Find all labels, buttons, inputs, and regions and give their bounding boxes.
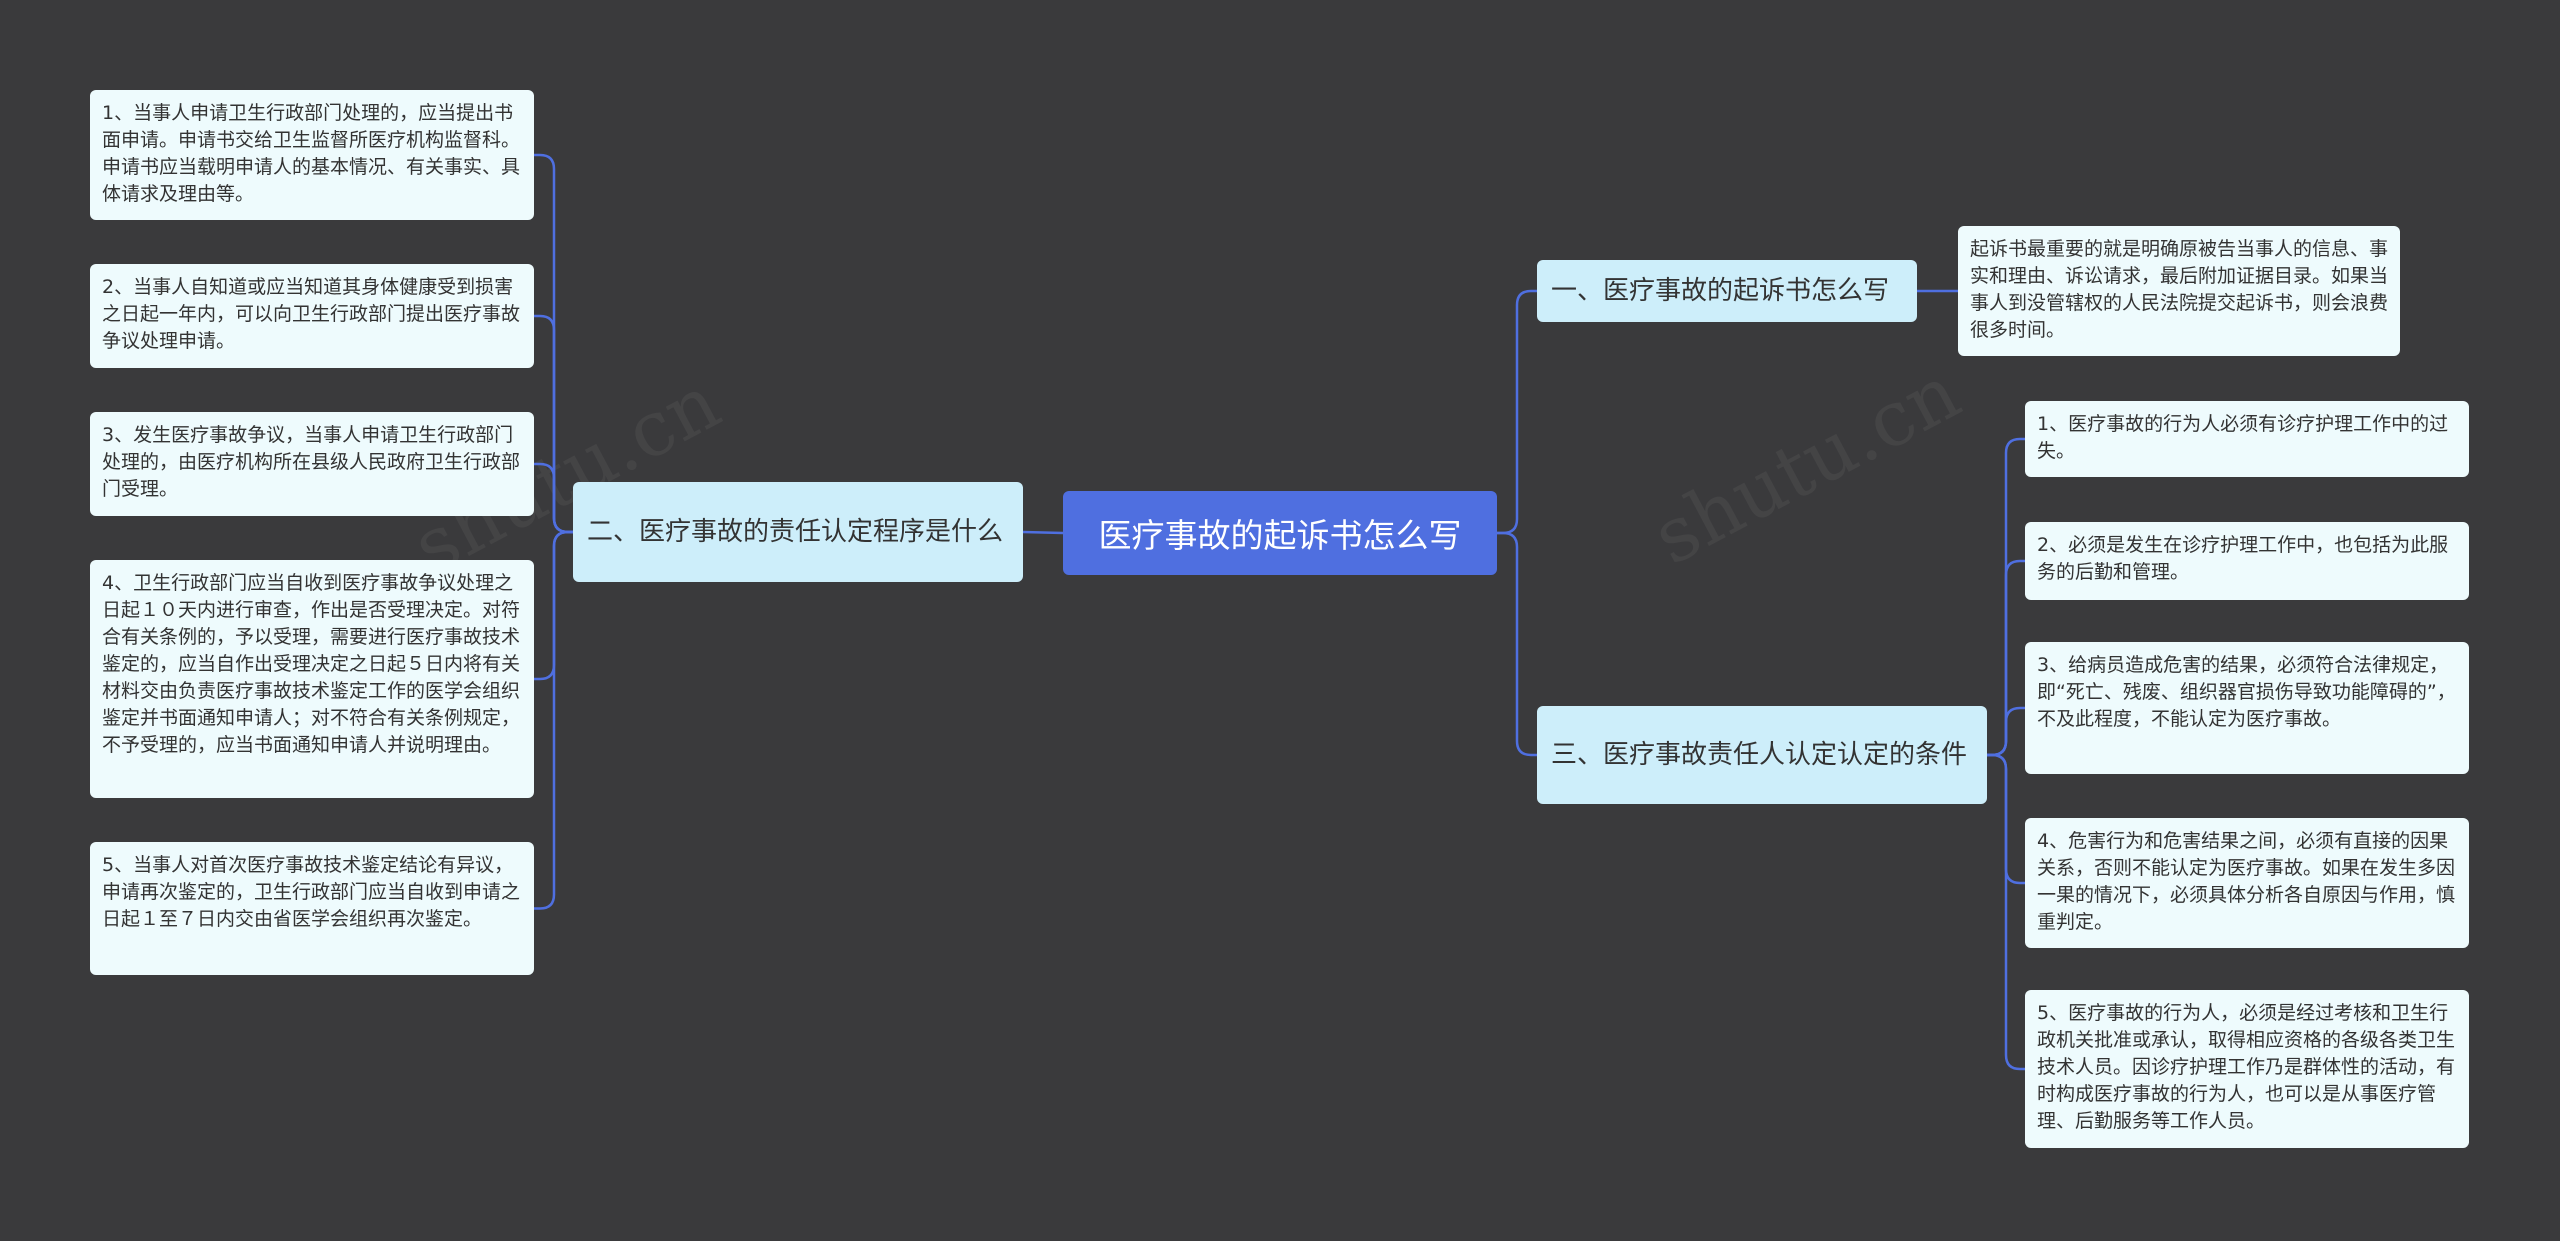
- branch-2-step-4: 4、卫生行政部门应当自收到医疗事故争议处理之日起１０天内进行审查，作出是否受理决…: [90, 560, 534, 798]
- connector-branch-1: [1497, 289, 1537, 535]
- branch-2-step-2: 2、当事人自知道或应当知道其身体健康受到损害之日起一年内，可以向卫生行政部门提出…: [90, 264, 534, 368]
- connector-branch-3-condition-3: [1987, 706, 2025, 757]
- connector-branch-2-step-5: [534, 530, 573, 910]
- branch-2-step-5: 5、当事人对首次医疗事故技术鉴定结论有异议，申请再次鉴定的，卫生行政部门应当自收…: [90, 842, 534, 975]
- root-topic-label: 医疗事故的起诉书怎么写: [1098, 516, 1462, 555]
- branch-3-label: 三、医疗事故责任人认定认定的条件: [1551, 740, 1968, 770]
- branch-1-label: 一、医疗事故的起诉书怎么写: [1551, 276, 1890, 306]
- branch-3-condition-5: 5、医疗事故的行为人，必须是经过考核和卫生行政机关批准或承认，取得相应资格的各级…: [2025, 990, 2469, 1148]
- branch-3-condition-3: 3、给病员造成危害的结果，必须符合法律规定，即“死亡、残废、组织器官损伤导致功能…: [2025, 642, 2469, 774]
- connector-branch-3: [1497, 531, 1537, 757]
- branch-2-step-3: 3、发生医疗事故争议，当事人申请卫生行政部门处理的，由医疗机构所在县级人民政府卫…: [90, 412, 534, 516]
- branch-1-detail: 起诉书最重要的就是明确原被告当事人的信息、事实和理由、诉讼请求，最后附加证据目录…: [1958, 226, 2400, 356]
- connector-branch-3-condition-5: [1987, 753, 2025, 1071]
- branch-2[interactable]: 二、医疗事故的责任认定程序是什么: [573, 482, 1023, 582]
- branch-3[interactable]: 三、医疗事故责任人认定认定的条件: [1537, 706, 1987, 804]
- branch-2-step-1: 1、当事人申请卫生行政部门处理的，应当提出书面申请。申请书交给卫生监督所医疗机构…: [90, 90, 534, 220]
- branch-2-label: 二、医疗事故的责任认定程序是什么: [587, 517, 1004, 547]
- branch-3-condition-4: 4、危害行为和危害结果之间，必须有直接的因果关系，否则不能认定为医疗事故。如果在…: [2025, 818, 2469, 948]
- root-topic[interactable]: 医疗事故的起诉书怎么写: [1063, 491, 1497, 575]
- branch-1[interactable]: 一、医疗事故的起诉书怎么写: [1537, 260, 1917, 322]
- connector-branch-2: [1022, 530, 1064, 535]
- branch-3-condition-1: 1、医疗事故的行为人必须有诊疗护理工作中的过失。: [2025, 401, 2469, 477]
- branch-3-condition-2: 2、必须是发生在诊疗护理工作中，也包括为此服务的后勤和管理。: [2025, 522, 2469, 600]
- connector-branch-2-step-3: [534, 462, 573, 534]
